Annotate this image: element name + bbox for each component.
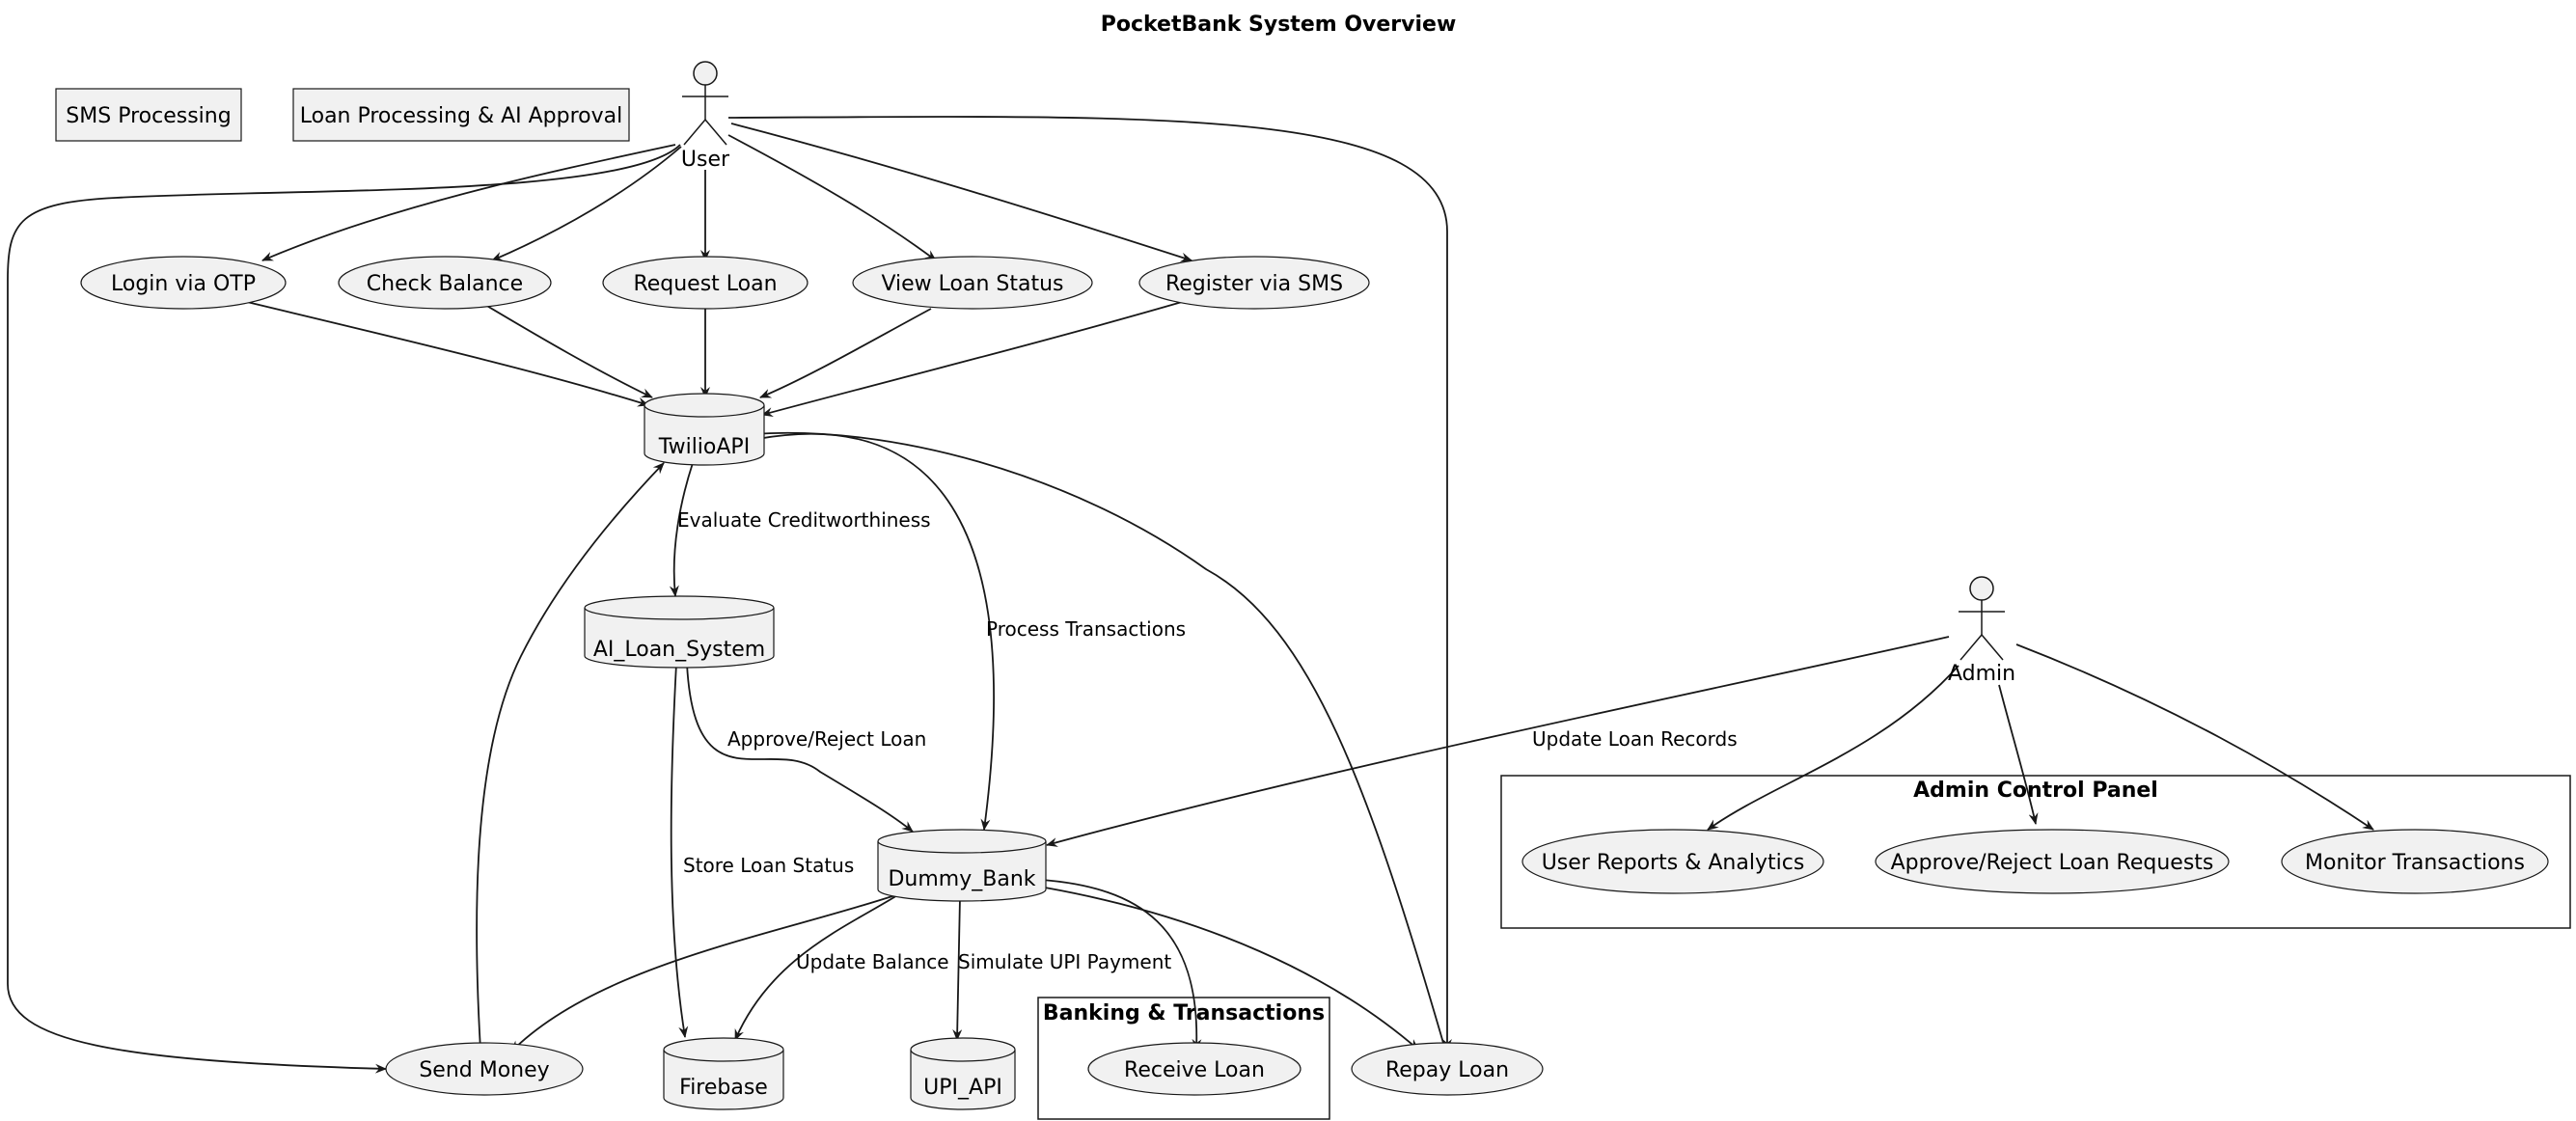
database-icon	[877, 829, 1047, 902]
usecase-login-via-otp: Login via OTP	[80, 256, 287, 310]
usecase-approve-reject-loan-requests: Approve/Reject Loan Requests	[1875, 829, 2230, 894]
usecase-label: Register via SMS	[1165, 272, 1343, 296]
edge-user-checkbalance	[491, 146, 682, 261]
edge-ailoan-dummybank	[686, 663, 914, 833]
package-banking-transactions: Banking & Transactions	[1037, 997, 1330, 1120]
edge-login-twilio	[246, 301, 649, 407]
edge-admin-dummybank	[1046, 636, 1950, 847]
edge-user-repay	[727, 116, 1452, 1051]
component-sms-processing: SMS Processing	[55, 88, 242, 142]
component-loan-processing: Loan Processing & AI Approval	[292, 88, 630, 142]
package-title: Admin Control Panel	[1913, 779, 2158, 803]
usecase-label: View Loan Status	[881, 272, 1063, 296]
component-label: Loan Processing & AI Approval	[300, 104, 623, 128]
edges	[7, 116, 2374, 1074]
database-icon	[584, 595, 775, 669]
edge-user-sendmoney	[7, 144, 681, 1074]
edge-label-approve-reject: Approve/Reject Loan	[727, 727, 926, 751]
edge-admin-reports	[1707, 665, 1959, 831]
actor-user: User	[681, 61, 730, 172]
edge-labels: Evaluate Creditworthiness Process Transa…	[677, 508, 1738, 973]
database-twilioapi: TwilioAPI	[644, 393, 765, 466]
database-icon	[644, 393, 765, 466]
edge-dummybank-upi	[952, 896, 963, 1041]
actor-label: User	[681, 148, 730, 172]
edge-label-store-status: Store Loan Status	[683, 854, 854, 877]
edge-label-update-records: Update Loan Records	[1532, 727, 1738, 751]
package-title: Banking & Transactions	[1043, 1001, 1325, 1025]
diagram-title: PocketBank System Overview	[1101, 13, 1457, 37]
edge-dummybank-receiveloan	[1041, 879, 1202, 1051]
edge-viewstatus-twilio	[759, 308, 932, 398]
edge-label-process: Process Transactions	[986, 617, 1186, 641]
edge-checkbalance-twilio	[480, 301, 653, 398]
edge-sendmoney-twilio	[476, 462, 665, 1051]
edge-twilio-ailoan	[669, 462, 694, 597]
usecase-label: User Reports & Analytics	[1542, 851, 1805, 875]
usecase-request-loan: Request Loan	[602, 256, 808, 310]
database-label: TwilioAPI	[658, 435, 750, 459]
usecase-send-money: Send Money	[385, 1042, 584, 1096]
edge-admin-approve	[1998, 684, 2039, 825]
usecase-label: Request Loan	[633, 272, 777, 296]
admin-actor-icon	[1959, 576, 2005, 661]
usecase-repay-loan: Repay Loan	[1351, 1042, 1544, 1096]
usecase-user-reports-analytics: User Reports & Analytics	[1521, 829, 1824, 894]
usecase-label: Repay Loan	[1385, 1058, 1509, 1082]
database-ai-loan-system: AI_Loan_System	[584, 595, 775, 669]
database-icon	[663, 1037, 784, 1110]
database-icon	[910, 1037, 1016, 1110]
database-label: Firebase	[679, 1076, 768, 1100]
usecase-label: Receive Loan	[1124, 1058, 1265, 1082]
usecase-label: Check Balance	[367, 272, 523, 296]
edge-label-update-balance: Update Balance	[796, 950, 949, 973]
usecase-label: Login via OTP	[111, 272, 256, 296]
edge-label-evaluate: Evaluate Creditworthiness	[677, 508, 931, 532]
usecase-check-balance: Check Balance	[338, 256, 552, 310]
edge-user-viewstatus	[727, 134, 937, 261]
edge-dummybank-firebase	[734, 891, 903, 1041]
edge-admin-monitor	[2015, 643, 2374, 831]
component-label: SMS Processing	[66, 104, 231, 128]
edge-register-twilio	[761, 301, 1183, 417]
edge-ailoan-firebase	[670, 663, 689, 1038]
usecase-label: Monitor Transactions	[2305, 851, 2525, 875]
database-label: UPI_API	[923, 1076, 1002, 1100]
edge-user-login	[261, 144, 676, 261]
usecase-label: Send Money	[419, 1058, 549, 1082]
usecase-monitor-transactions: Monitor Transactions	[2281, 829, 2549, 894]
edge-twilio-dummybank	[756, 432, 995, 831]
edge-dummybank-repay	[1044, 887, 1419, 1051]
database-upi-api: UPI_API	[910, 1037, 1016, 1110]
usecase-view-loan-status: View Loan Status	[852, 256, 1093, 310]
edge-user-register	[730, 123, 1192, 262]
edge-dummybank-sendmoney	[510, 894, 896, 1053]
usecase-register-via-sms: Register via SMS	[1138, 256, 1370, 310]
database-dummy-bank: Dummy_Bank	[877, 829, 1047, 902]
usecase-receive-loan: Receive Loan	[1087, 1042, 1302, 1096]
database-label: Dummy_Bank	[888, 867, 1035, 891]
edge-label-simulate-upi: Simulate UPI Payment	[958, 950, 1171, 973]
package-admin-control-panel: Admin Control Panel	[1500, 775, 2571, 929]
edge-repay-twilio	[752, 428, 1446, 1051]
actor-admin: Admin	[1948, 576, 2015, 686]
database-label: AI_Loan_System	[593, 638, 765, 662]
user-actor-icon	[682, 61, 728, 146]
usecase-label: Approve/Reject Loan Requests	[1891, 851, 2214, 875]
database-firebase: Firebase	[663, 1037, 784, 1110]
actor-label: Admin	[1948, 662, 2015, 686]
